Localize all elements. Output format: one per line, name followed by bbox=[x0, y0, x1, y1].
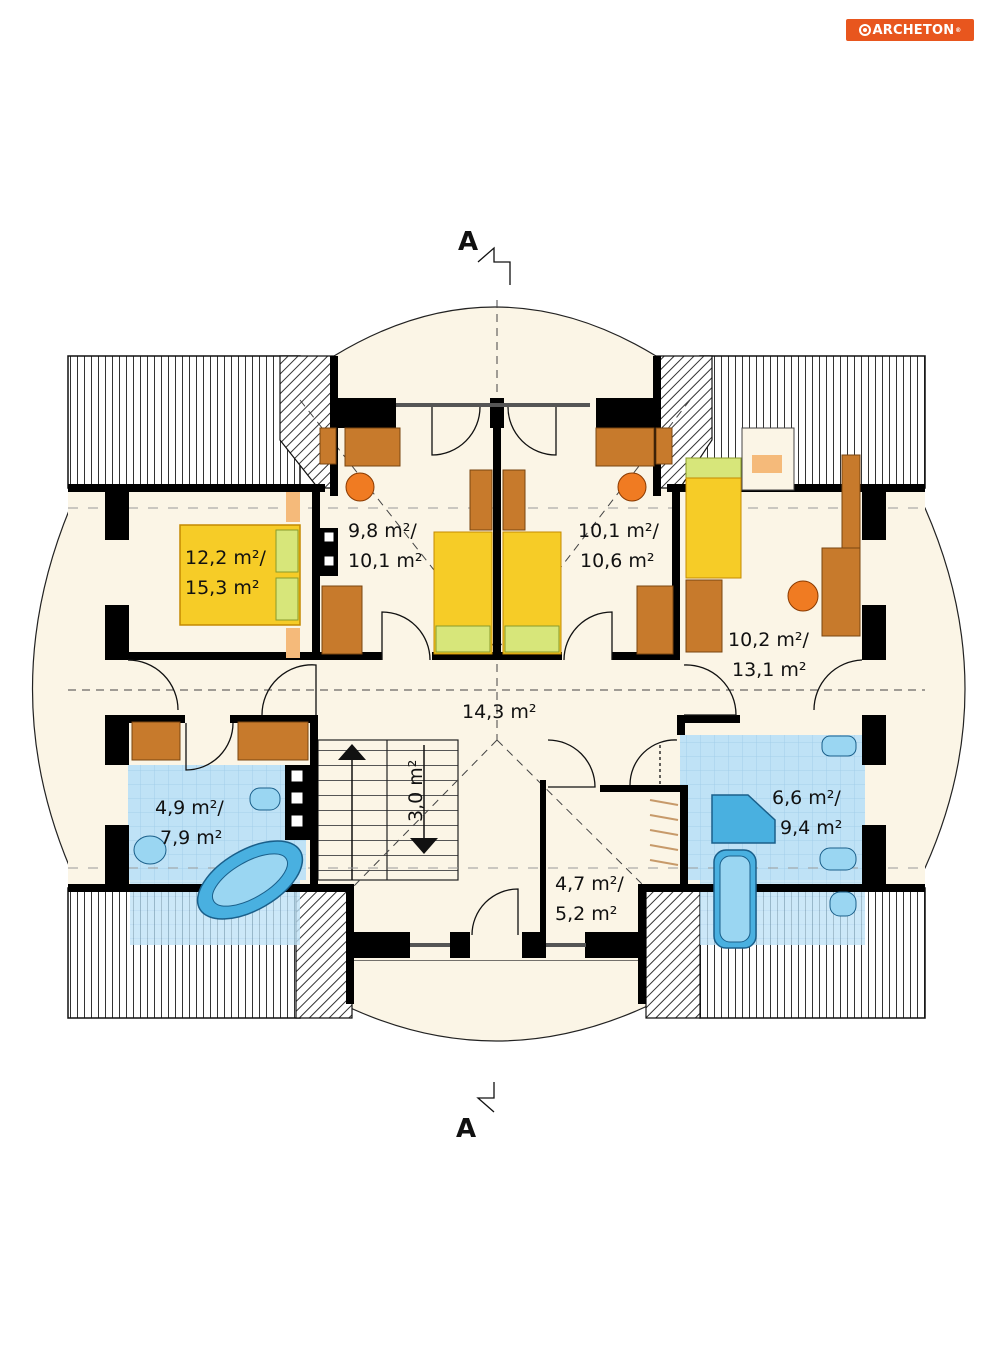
sink-icon bbox=[821, 735, 857, 757]
room-label-hall: 14,3 m² bbox=[462, 701, 536, 723]
bidet-icon bbox=[829, 891, 857, 917]
room-label-kids-room-2: 10,1 m²/10,6 m² bbox=[578, 520, 659, 572]
chair-icon bbox=[617, 472, 647, 502]
room-label-bathroom-right: 6,6 m²/9,4 m² bbox=[772, 787, 842, 839]
room-label-kids-room-1: 9,8 m²/10,1 m² bbox=[348, 520, 422, 572]
logo-mark-icon bbox=[858, 24, 871, 36]
stairs-label: 3,0 m² bbox=[405, 760, 427, 822]
room-label-office-right: 10,2 m²/13,1 m² bbox=[728, 629, 809, 681]
logo-registered: ® bbox=[955, 26, 962, 34]
toilet-icon bbox=[819, 847, 857, 871]
room-labels: 12,2 m²/15,3 m² 9,8 m²/10,1 m² 10,1 m²/1… bbox=[155, 520, 842, 925]
furniture bbox=[131, 427, 861, 949]
sink-icon bbox=[133, 835, 167, 865]
section-line-marks bbox=[476, 246, 511, 1113]
doors bbox=[127, 406, 863, 936]
chair-icon bbox=[345, 472, 375, 502]
section-mark-top: A bbox=[458, 227, 478, 257]
walls bbox=[68, 356, 925, 1004]
room-label-bedroom-left: 12,2 m²/15,3 m² bbox=[185, 547, 266, 599]
room-label-bathroom-left: 4,9 m²/7,9 m² bbox=[155, 797, 224, 849]
shower-icon bbox=[711, 794, 776, 844]
logo-text: ARCHETON bbox=[872, 22, 955, 38]
toilet-icon bbox=[249, 787, 281, 811]
staircase bbox=[317, 739, 459, 881]
chair-icon bbox=[787, 580, 819, 612]
section-mark-bottom: A bbox=[456, 1114, 476, 1144]
room-label-wardrobe: 4,7 m²/5,2 m² bbox=[555, 873, 624, 925]
archeton-logo: ARCHETON ® bbox=[846, 19, 974, 41]
